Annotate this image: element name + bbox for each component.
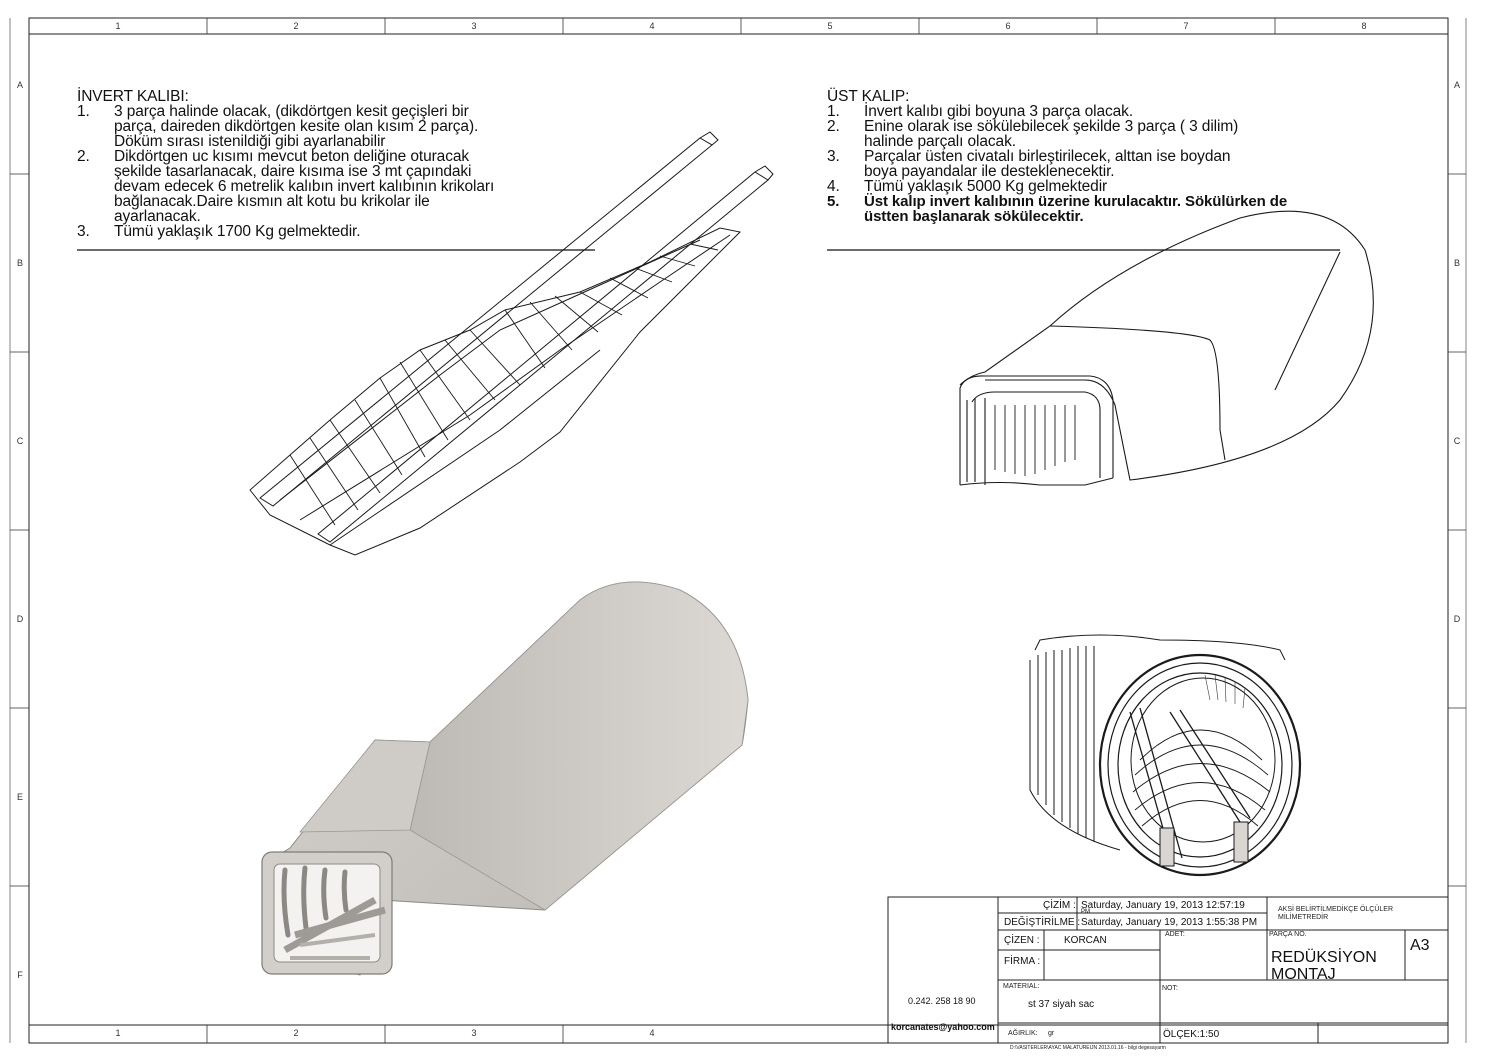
- ust-item-2-line-2: halinde parçalı olacak.: [864, 133, 1016, 150]
- zone-d-left: D: [16, 614, 24, 624]
- zone-7-top: 7: [1183, 21, 1189, 31]
- material-value: st 37 siyah sac: [1028, 999, 1095, 1010]
- solid-render-view: [261, 581, 749, 976]
- degistirilme-value: Saturday, January 19, 2013 1:55:38 PM: [1081, 917, 1258, 928]
- ust-item-2-line-1: Enine olarak ise sökülebilecek şekilde 3…: [864, 118, 1239, 135]
- firma-label: FİRMA :: [1004, 956, 1041, 967]
- zone-3-top: 3: [471, 21, 477, 31]
- zone-1-top: 1: [115, 21, 121, 31]
- invert-notes: İNVERT KALIBI: 1. 3 parça halinde olacak,…: [77, 88, 597, 240]
- ust-item-1-line-1: İnvert kalıbı gibi boyuna 3 parça olacak…: [864, 103, 1134, 120]
- email-address: korcanates@yahoo.com: [891, 1022, 995, 1032]
- zone-1-bottom: 1: [115, 1028, 121, 1038]
- material-label: MATERIAL:: [1003, 983, 1040, 990]
- ust-item-4-num: 4.: [827, 178, 840, 195]
- parca-no-label: PARÇA NO.: [1269, 931, 1307, 938]
- ust-item-3-num: 3.: [827, 148, 840, 165]
- invert-item-3-line-1: Tümü yaklaşık 1700 Kg gelmektedir.: [114, 223, 361, 240]
- inner-border: [28, 33, 1449, 1026]
- ust-item-5-line-1: Üst kalıp invert kalıbının üzerine kurul…: [864, 193, 1288, 210]
- invert-item-1-line-2: parça, daireden dikdörtgen kesite olan k…: [114, 118, 479, 135]
- zone-3-bottom: 3: [471, 1028, 477, 1038]
- zone-2-bottom: 2: [293, 1028, 299, 1038]
- paper-size: A3: [1410, 937, 1430, 954]
- tolerance-line-1: AKSİ BELİRTİLMEDİKÇE ÖLÇÜLER: [1278, 906, 1394, 913]
- invert-item-1-line-3: Döküm sırası istenildiği gibi ayarlanabi…: [114, 133, 386, 150]
- invert-item-1-line-1: 3 parça halinde olacak, (dikdörtgen kesi…: [114, 103, 469, 120]
- invert-item-2-line-2: şekilde tasarlanacak, daire kısıma ise 3…: [114, 163, 472, 180]
- ust-item-3-line-2: boya payandalar ile desteklenecektir.: [864, 163, 1115, 180]
- ust-notes: ÜST KALIP: 1. İnvert kalıbı gibi boyuna 3…: [827, 89, 1347, 224]
- cizim-label: ÇİZİM :: [1043, 900, 1076, 911]
- zone-c-right: C: [1453, 436, 1461, 446]
- ust-item-5-num: 5.: [827, 193, 840, 210]
- zone-b-right: B: [1453, 258, 1460, 268]
- zone-e-left: E: [16, 792, 23, 802]
- invert-item-2-line-5: ayarlanacak.: [114, 208, 201, 225]
- invert-frame-view: [249, 131, 774, 556]
- degistirilme-label: DEĞİŞTİRİLME :: [1004, 917, 1081, 928]
- zone-4-bottom: 4: [649, 1028, 655, 1038]
- zone-4-top: 4: [649, 21, 655, 31]
- invert-item-1-num: 1.: [77, 103, 90, 120]
- invert-item-2-line-4: bağlanacak.Daire kısmın alt kotu bu krik…: [114, 193, 430, 210]
- ust-item-5-line-2: üstten başlanarak sökülecektir.: [864, 208, 1084, 225]
- invert-title: İNVERT KALIBI:: [77, 88, 189, 105]
- adet-label: ADET:: [1165, 931, 1185, 938]
- tolerance-line-2: MİLİMETREDİR: [1278, 914, 1329, 921]
- zone-6-top: 6: [1005, 21, 1011, 31]
- agirlik-label: AĞIRLIK:: [1008, 1030, 1038, 1037]
- phone-number: 0.242. 258 18 90: [908, 996, 976, 1006]
- zone-f-left: F: [17, 970, 23, 980]
- zone-5-top: 5: [827, 21, 833, 31]
- zone-ticks: [10, 18, 1466, 1043]
- cizen-value: KORCAN: [1064, 935, 1107, 946]
- cizim-value: Saturday, January 19, 2013 12:57:19: [1081, 900, 1245, 911]
- part-name-line-1: REDÜKSİYON: [1271, 949, 1377, 966]
- cizen-label: ÇİZEN :: [1004, 935, 1040, 946]
- zone-d-right: D: [1453, 614, 1461, 624]
- file-path: D:\VASITERLER\AYAC MALATUREIJN 2013.01.1…: [1010, 1045, 1166, 1051]
- ribs-assembly-view: [1029, 634, 1302, 877]
- ust-kalip-view: [959, 210, 1374, 486]
- ust-item-4-line-1: Tümü yaklaşık 5000 Kg gelmektedir: [864, 178, 1108, 195]
- zone-c-left: C: [16, 436, 24, 446]
- not-label: NOT:: [1162, 985, 1178, 992]
- part-name-line-2: MONTAJ: [1271, 966, 1336, 983]
- zone-a-left: A: [16, 80, 23, 90]
- olcek-scale: ÖLÇEK:1:50: [1163, 1029, 1220, 1040]
- agirlik-unit: gr: [1048, 1030, 1055, 1037]
- zone-8-top: 8: [1361, 21, 1367, 31]
- cizim-value-tail: PM: [1081, 909, 1090, 915]
- ust-item-1-num: 1.: [827, 103, 840, 120]
- ust-title: ÜST KALIP:: [827, 88, 910, 105]
- zone-2-top: 2: [293, 21, 299, 31]
- ust-item-3-line-1: Parçalar üsten civatalı birleştirilecek,…: [864, 148, 1231, 165]
- title-block-grid: [887, 896, 1449, 1044]
- zone-a-right: A: [1453, 80, 1460, 90]
- invert-item-2-num: 2.: [77, 148, 90, 165]
- zone-b-left: B: [16, 258, 23, 268]
- invert-item-2-line-3: devam edecek 6 metrelik kalıbın invert k…: [114, 178, 495, 195]
- ust-item-2-num: 2.: [827, 118, 840, 135]
- invert-item-3-num: 3.: [77, 223, 90, 240]
- invert-item-2-line-1: Dikdörtgen uc kısımı mevcut beton deliği…: [114, 148, 470, 165]
